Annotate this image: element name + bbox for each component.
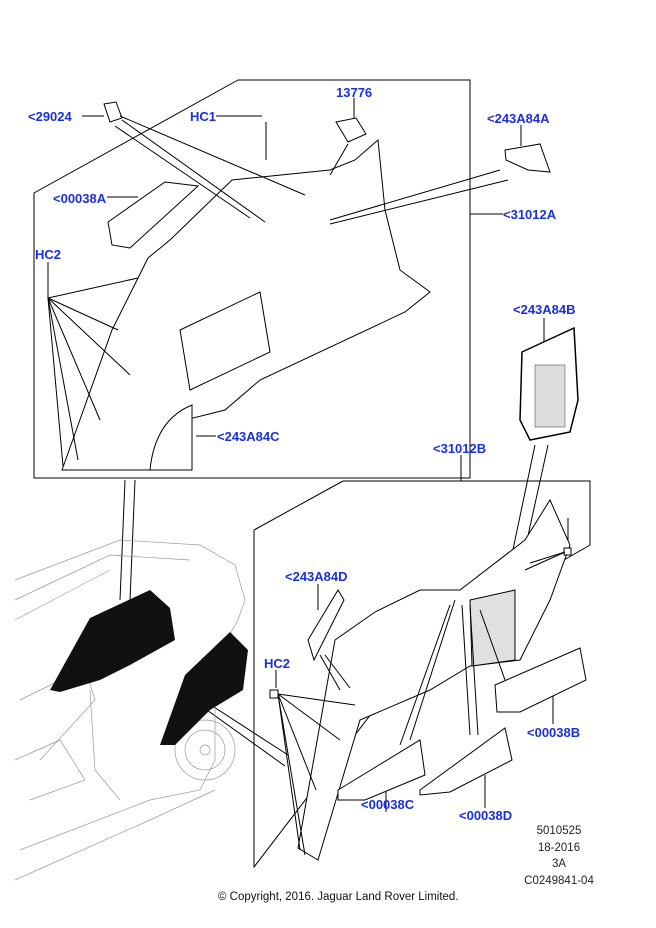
callout-29024[interactable]: <29024 [28,109,72,124]
light-13776 [335,117,367,143]
cover-243A84C [149,404,193,471]
callout-hc2-upper[interactable]: HC2 [35,247,62,262]
callout-31012B[interactable]: <31012B [433,441,487,456]
date-code: 18-2016 [537,842,581,854]
ref-number: 5010525 [536,825,582,837]
clip-hc1-lower [563,547,572,556]
revision: 3A [551,858,567,870]
stowage-tray-00038B [494,647,587,713]
stowage-tray-00038A [107,181,200,249]
vent-243A84A [504,143,551,173]
stowage-tray-00038D [419,727,513,796]
bracket-243A84D [307,589,345,662]
callout-243A84D[interactable]: <243A84D [285,569,348,584]
trim-panel-lower [297,498,571,861]
illustration-id: C0249841-04 [524,875,594,887]
clip-29024 [103,101,123,123]
callout-hc1-upper[interactable]: HC1 [190,109,217,124]
vehicle-panel-upper [50,590,175,692]
callout-243A84C[interactable]: <243A84C [217,429,280,444]
trim-panel-upper-cargo [179,291,271,391]
callout-00038B[interactable]: <00038B [527,725,581,740]
vehicle-panel-lower [160,632,248,745]
callout-31012A[interactable]: <31012A [503,207,557,222]
vehicle-outline [14,539,246,881]
trim-panel-upper [61,138,431,471]
callout-13776[interactable]: 13776 [336,85,373,100]
clip-hc2-lower [269,689,279,699]
copyright-notice: © Copyright, 2016. Jaguar Land Rover Lim… [218,891,459,903]
callout-00038A[interactable]: <00038A [53,191,107,206]
callout-243A84B[interactable]: <243A84B [513,302,576,317]
grille-lower [469,589,516,667]
stowage-tray-00038C [337,739,426,801]
frame-upper [33,79,471,479]
callout-hc2-lower[interactable]: HC2 [264,656,291,671]
callout-243A84A[interactable]: <243A84A [487,111,550,126]
callout-00038C[interactable]: <00038C [361,797,415,812]
callout-00038D[interactable]: <00038D [459,808,513,823]
